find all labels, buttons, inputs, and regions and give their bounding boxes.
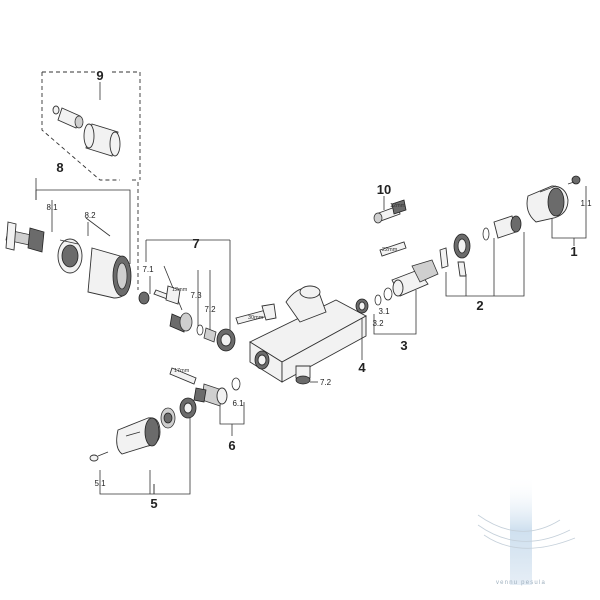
o-ring-2-icon — [482, 227, 490, 241]
callout-6-1: 6.1 — [232, 399, 244, 408]
callout-7-3: 7.3 — [190, 291, 202, 300]
flow-handle-icon — [116, 417, 161, 455]
stop-ring-icon — [453, 233, 471, 259]
callout-1-1: 1.1 — [580, 199, 592, 208]
callout-3-2: 3.2 — [372, 319, 384, 328]
group-8: 8 8.1 8.2 — [5, 160, 132, 299]
callout-4: 4 — [358, 360, 366, 375]
group-5: 5.1 5 — [89, 397, 197, 511]
spindle-extension-icon — [5, 221, 45, 253]
callout-9: 9 — [96, 68, 103, 83]
thermo-element-icon: 12mm — [373, 199, 407, 224]
o-ring-3-1-icon — [383, 287, 393, 301]
non-return-valve-icon — [169, 312, 193, 333]
hex-key-icon: 12mm — [153, 285, 188, 305]
group-9-dashed-frame — [41, 71, 141, 181]
sleeve-icon — [83, 123, 121, 157]
o-ring-6-1-icon — [231, 377, 241, 391]
screw-icon — [89, 451, 109, 462]
callout-7-2: 7.2 — [204, 305, 216, 314]
small-washer-icon — [138, 291, 150, 305]
safety-clip-icon — [457, 261, 467, 277]
callout-8-1: 8.1 — [46, 203, 58, 212]
callout-8-2: 8.2 — [84, 211, 96, 220]
watermark-waves — [477, 514, 576, 549]
flow-cartridge-icon — [193, 383, 228, 407]
hex-key-17mm-icon: 17mm — [169, 367, 197, 385]
callout-7-2-outlet: 7.2 — [320, 378, 332, 387]
o-ring-icon — [196, 324, 204, 336]
callout-3: 3 — [400, 338, 407, 353]
watermark: vennu pesula — [477, 475, 576, 586]
callout-7-1: 7.1 — [142, 265, 154, 274]
callout-5: 5 — [150, 496, 157, 511]
filter-insert-icon — [203, 327, 217, 343]
adapter-5-icon — [160, 407, 176, 429]
clip-icon — [439, 247, 449, 269]
callout-5-1: 5.1 — [94, 479, 106, 488]
watermark-text: vennu pesula — [496, 580, 546, 586]
group-10: 12mm 10 — [373, 182, 407, 224]
washer-icon — [52, 105, 60, 115]
group-2: 2 — [439, 215, 525, 313]
hex-key-22mm-icon: 22mm — [379, 241, 407, 257]
shower-outlet-icon — [285, 285, 327, 323]
cap-screw-icon — [567, 175, 581, 185]
callout-7: 7 — [192, 236, 199, 251]
callout-2: 2 — [476, 298, 483, 313]
adapter-ring-icon — [57, 238, 83, 274]
thermostat-body: 7.2 — [249, 285, 367, 387]
spindle-adapter-icon — [493, 215, 522, 239]
tool-size-17mm: 17mm — [174, 368, 190, 374]
group-7: 12mm 30mm 7 7.1 7.3 7.2 — [138, 236, 277, 352]
tool-size-12mm-a: 12mm — [172, 287, 188, 293]
thermostat-handle-icon — [526, 185, 569, 223]
group-3: 22mm 3.1 3.2 3 — [372, 241, 439, 353]
spanner-30mm-icon: 30mm — [235, 303, 277, 325]
ring-nut-5-icon — [179, 397, 197, 419]
cartridge-insert-icon — [57, 107, 84, 129]
tool-size-30mm: 30mm — [248, 315, 264, 321]
callout-10: 10 — [377, 182, 391, 197]
callout-6: 6 — [228, 438, 235, 453]
bottom-outlet-icon — [295, 365, 311, 385]
check-valve-icon — [355, 298, 369, 314]
watermark-bar — [510, 475, 532, 585]
group-6: 17mm 6.1 6 — [169, 367, 245, 453]
body-front-face — [281, 315, 367, 383]
group-9: 9 — [41, 68, 141, 290]
callout-1: 1 — [570, 244, 577, 259]
group-1: 1.1 1 — [526, 175, 592, 259]
thermo-cartridge-icon — [391, 259, 439, 297]
tool-size-22mm: 22mm — [382, 247, 398, 253]
union-nut-icon — [216, 328, 236, 352]
callout-8: 8 — [56, 160, 63, 175]
callout-3-1: 3.1 — [378, 307, 390, 316]
tool-size-12mm-b: 12mm — [390, 203, 406, 209]
o-ring-3-2-icon — [374, 294, 382, 306]
group-4: 4 — [355, 298, 369, 375]
temperature-handle-icon — [87, 247, 132, 299]
